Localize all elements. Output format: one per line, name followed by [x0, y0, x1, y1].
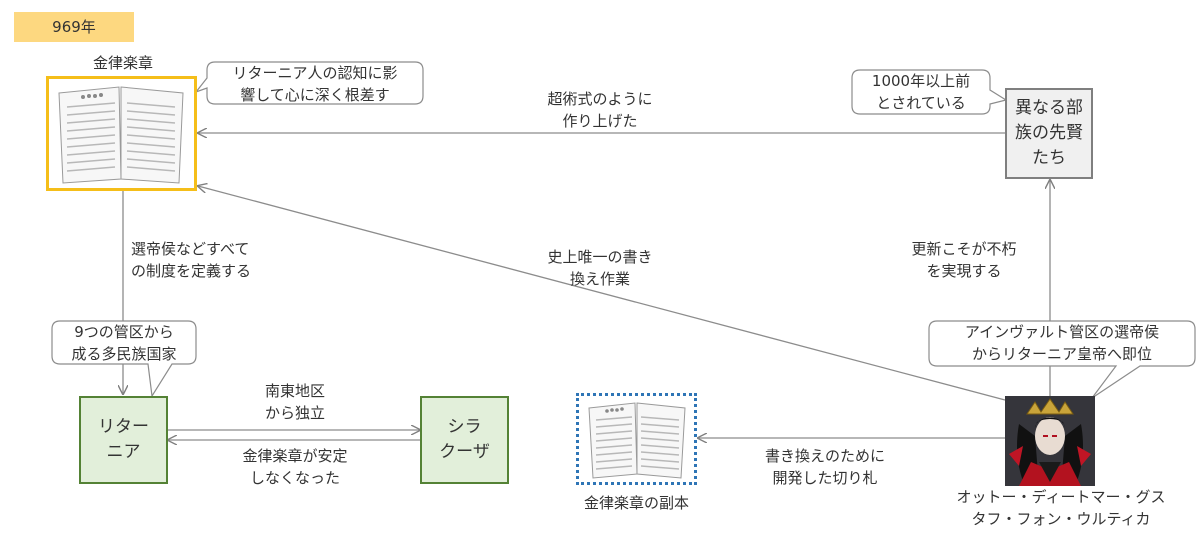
- edge-label-liternia-siracusa-top: 南東地区 から独立: [230, 380, 360, 424]
- otto-callout: アインヴァルト管区の選帝侯 からリターニア皇帝へ即位: [929, 321, 1195, 365]
- edge-label-otto-to-sages-line2: を実現する: [894, 260, 1034, 282]
- edge-label-book-to-liternia-line1: 選帝侯などすべて: [131, 238, 281, 260]
- sages-label-line2: 族の先賢: [1015, 121, 1083, 146]
- siracusa-label-line1: シラ: [439, 415, 490, 440]
- book-callout-line1: リターニア人の認知に影: [207, 62, 423, 84]
- edge-label-sages-to-book-line1: 超術式のように: [520, 88, 680, 110]
- copy-node[interactable]: [576, 393, 697, 485]
- otto-callout-line2: からリターニア皇帝へ即位: [929, 343, 1195, 365]
- liternia-node[interactable]: リター ニア: [79, 396, 168, 484]
- otto-name: オットー・ディートマー・グス タフ・フォン・ウルティカ: [930, 486, 1192, 530]
- edge-label-top-line2: から独立: [230, 402, 360, 424]
- edge-label-otto-to-sages: 更新こそが不朽 を実現する: [894, 238, 1034, 282]
- siracusa-node[interactable]: シラ クーザ: [420, 396, 509, 484]
- edge-label-otto-to-copy-line1: 書き換えのために: [745, 445, 905, 467]
- edge-label-bottom-line1: 金律楽章が安定: [215, 445, 375, 467]
- book-callout: リターニア人の認知に影 響して心に深く根差す: [207, 62, 423, 106]
- book-callout-line2: 響して心に深く根差す: [207, 84, 423, 106]
- edge-label-sages-to-book: 超術式のように 作り上げた: [520, 88, 680, 132]
- otto-name-line1: オットー・ディートマー・グス: [930, 486, 1192, 508]
- liternia-label-line1: リター: [98, 415, 149, 440]
- year-badge: 969年: [14, 12, 134, 42]
- otto-callout-line1: アインヴァルト管区の選帝侯: [929, 321, 1195, 343]
- edge-label-otto-to-copy: 書き換えのために 開発した切り札: [745, 445, 905, 489]
- liternia-label-line2: ニア: [98, 440, 149, 465]
- edge-label-otto-to-book-line1: 史上唯一の書き: [520, 246, 680, 268]
- emperor-portrait-image: [1005, 396, 1095, 486]
- siracusa-label-line2: クーザ: [439, 440, 490, 465]
- sages-node[interactable]: 異なる部 族の先賢 たち: [1005, 88, 1093, 179]
- edge-label-otto-to-sages-line1: 更新こそが不朽: [894, 238, 1034, 260]
- copy-label: 金律楽章の副本: [566, 492, 707, 514]
- sages-callout: 1000年以上前 とされている: [852, 70, 990, 114]
- sages-label-line1: 異なる部: [1015, 96, 1083, 121]
- edge-label-book-to-liternia: 選帝侯などすべて の制度を定義する: [131, 238, 281, 282]
- sages-callout-line1: 1000年以上前: [852, 70, 990, 92]
- edge-label-book-to-liternia-line2: の制度を定義する: [131, 260, 281, 282]
- liternia-callout: 9つの管区から 成る多民族国家: [52, 321, 196, 365]
- open-book-copy-icon: [579, 396, 694, 482]
- liternia-callout-line1: 9つの管区から: [52, 321, 196, 343]
- sages-label-line3: たち: [1015, 146, 1083, 171]
- edge-otto-to-book: [198, 186, 1005, 400]
- otto-name-line2: タフ・フォン・ウルティカ: [930, 508, 1192, 530]
- edge-label-sages-to-book-line2: 作り上げた: [520, 110, 680, 132]
- sages-callout-line2: とされている: [852, 92, 990, 114]
- book-node[interactable]: [46, 76, 197, 191]
- edge-label-otto-to-copy-line2: 開発した切り札: [745, 467, 905, 489]
- book-label: 金律楽章: [70, 52, 176, 74]
- edge-label-liternia-siracusa-bottom: 金律楽章が安定 しなくなった: [215, 445, 375, 489]
- edge-label-bottom-line2: しなくなった: [215, 467, 375, 489]
- open-book-icon: [49, 79, 194, 188]
- edge-label-top-line1: 南東地区: [230, 380, 360, 402]
- edge-label-otto-to-book: 史上唯一の書き 換え作業: [520, 246, 680, 290]
- otto-portrait[interactable]: [1005, 396, 1095, 486]
- edge-label-otto-to-book-line2: 換え作業: [520, 268, 680, 290]
- liternia-callout-line2: 成る多民族国家: [52, 343, 196, 365]
